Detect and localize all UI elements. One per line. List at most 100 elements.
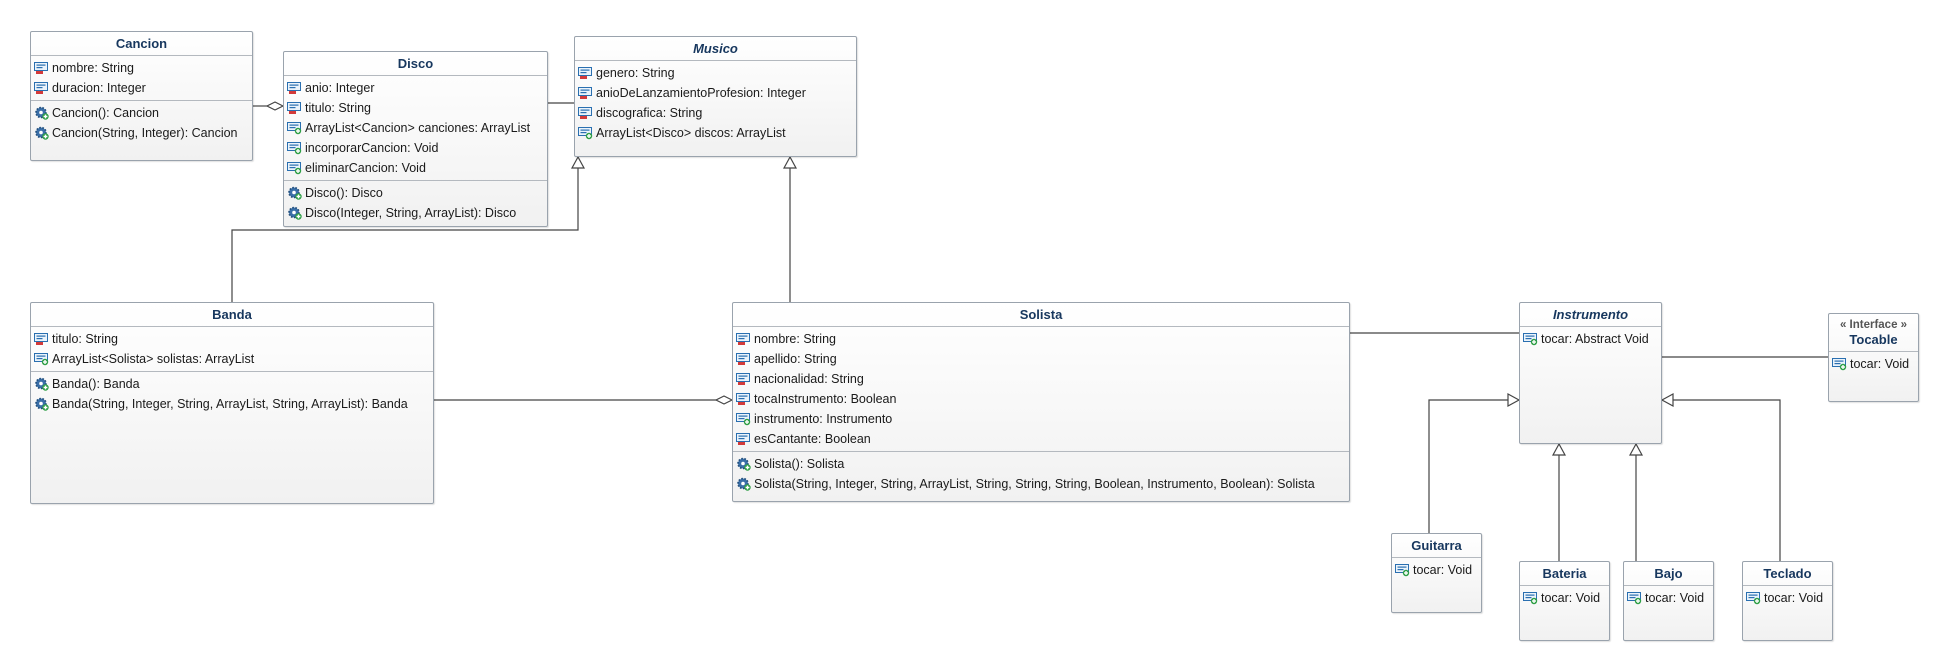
attribute-row[interactable]: tocar: Void <box>1743 588 1832 608</box>
method-gear-icon <box>35 377 49 391</box>
attribute-row[interactable]: eliminarCancion: Void <box>284 158 547 178</box>
operation-text: Cancion(): Cancion <box>52 106 159 120</box>
operations-section: Cancion(): Cancion Cancion(String, Integ… <box>31 100 252 145</box>
class-name: Bajo <box>1654 566 1683 581</box>
attributes-section: tocar: Abstract Void <box>1520 327 1661 351</box>
attribute-row[interactable]: tocar: Void <box>1520 588 1609 608</box>
attribute-row[interactable]: discografica: String <box>575 103 856 123</box>
field-icon <box>736 373 750 385</box>
attribute-row[interactable]: tocar: Void <box>1624 588 1713 608</box>
class-banda[interactable]: Banda titulo: String ArrayList<Solista> … <box>30 302 434 504</box>
field-icon <box>1627 592 1642 605</box>
class-name: Guitarra <box>1411 538 1462 553</box>
field-icon <box>287 102 301 114</box>
attribute-row[interactable]: incorporarCancion: Void <box>284 138 547 158</box>
attribute-row[interactable]: nacionalidad: String <box>733 369 1349 389</box>
attribute-row[interactable]: tocaInstrumento: Boolean <box>733 389 1349 409</box>
attribute-row[interactable]: ArrayList<Cancion> canciones: ArrayList <box>284 118 547 138</box>
method-gear-icon <box>288 206 302 220</box>
operations-section: Disco(): Disco Disco(Integer, String, Ar… <box>284 180 547 225</box>
attribute-text: apellido: String <box>754 352 837 366</box>
class-name: Tocable <box>1849 332 1898 347</box>
attribute-row[interactable]: esCantante: Boolean <box>733 429 1349 449</box>
attribute-text: tocar: Abstract Void <box>1541 332 1649 346</box>
generalization-arrow-solista-musico <box>782 155 798 169</box>
operation-text: Cancion(String, Integer): Cancion <box>52 126 238 140</box>
class-title: Teclado <box>1743 562 1832 586</box>
attribute-text: tocar: Void <box>1413 563 1473 577</box>
attribute-text: ArrayList<Disco> discos: ArrayList <box>596 126 786 140</box>
class-disco[interactable]: Disco anio: Integer titulo: String Array… <box>283 51 548 227</box>
class-musico[interactable]: Musico genero: String anioDeLanzamientoP… <box>574 36 857 157</box>
method-gear-icon <box>737 457 751 471</box>
class-instrumento[interactable]: Instrumento tocar: Abstract Void <box>1519 302 1662 444</box>
operation-text: Banda(String, Integer, String, ArrayList… <box>52 397 408 411</box>
field-icon <box>578 107 592 119</box>
field-icon <box>578 67 592 79</box>
operation-row[interactable]: Banda(String, Integer, String, ArrayList… <box>31 394 433 414</box>
stereotype-label: « Interface » <box>1839 319 1908 331</box>
field-icon <box>34 62 48 74</box>
attribute-row[interactable]: ArrayList<Solista> solistas: ArrayList <box>31 349 433 369</box>
attribute-row[interactable]: tocar: Void <box>1829 354 1918 374</box>
attribute-row[interactable]: duracion: Integer <box>31 78 252 98</box>
field-icon <box>736 393 750 405</box>
attribute-row[interactable]: nombre: String <box>733 329 1349 349</box>
operation-row[interactable]: Solista(String, Integer, String, ArrayLi… <box>733 474 1349 494</box>
field-icon <box>736 433 750 445</box>
attribute-row[interactable]: instrumento: Instrumento <box>733 409 1349 429</box>
class-bajo[interactable]: Bajo tocar: Void <box>1623 561 1714 641</box>
operation-row[interactable]: Disco(Integer, String, ArrayList): Disco <box>284 203 547 223</box>
operation-row[interactable]: Solista(): Solista <box>733 454 1349 474</box>
operation-text: Disco(Integer, String, ArrayList): Disco <box>305 206 517 220</box>
attribute-text: titulo: String <box>305 101 372 115</box>
generalization-arrow-teclado-instrumento <box>1660 392 1674 408</box>
aggregation-diamond-disco <box>265 101 285 111</box>
attribute-row[interactable]: tocar: Abstract Void <box>1520 329 1661 349</box>
class-guitarra[interactable]: Guitarra tocar: Void <box>1391 533 1482 613</box>
attribute-row[interactable]: titulo: String <box>284 98 547 118</box>
method-gear-icon <box>35 397 49 411</box>
operation-text: Banda(): Banda <box>52 377 140 391</box>
method-gear-icon <box>288 186 302 200</box>
operation-row[interactable]: Cancion(String, Integer): Cancion <box>31 123 252 143</box>
attribute-row[interactable]: apellido: String <box>733 349 1349 369</box>
attribute-row[interactable]: titulo: String <box>31 329 433 349</box>
attributes-section: titulo: String ArrayList<Solista> solist… <box>31 327 433 371</box>
generalization-line-banda-musico <box>231 168 579 302</box>
attribute-row[interactable]: tocar: Void <box>1392 560 1481 580</box>
class-title: Cancion <box>31 32 252 56</box>
attribute-row[interactable]: genero: String <box>575 63 856 83</box>
attribute-row[interactable]: anio: Integer <box>284 78 547 98</box>
operations-section: Banda(): Banda Banda(String, Integer, St… <box>31 371 433 416</box>
field-icon <box>287 122 302 135</box>
operation-row[interactable]: Disco(): Disco <box>284 183 547 203</box>
class-title: Bajo <box>1624 562 1713 586</box>
class-name: Bateria <box>1542 566 1587 581</box>
generalization-line-guitarra-instrumento <box>1428 399 1508 533</box>
field-icon <box>1746 592 1761 605</box>
field-icon <box>1523 333 1538 346</box>
operation-row[interactable]: Cancion(): Cancion <box>31 103 252 123</box>
attribute-row[interactable]: anioDeLanzamientoProfesion: Integer <box>575 83 856 103</box>
class-name: Banda <box>212 307 252 322</box>
class-tocable[interactable]: « Interface »Tocable tocar: Void <box>1828 313 1919 402</box>
class-solista[interactable]: Solista nombre: String apellido: String … <box>732 302 1350 502</box>
class-title: Banda <box>31 303 433 327</box>
attributes-section: tocar: Void <box>1624 586 1713 610</box>
field-icon <box>578 127 593 140</box>
attribute-row[interactable]: nombre: String <box>31 58 252 78</box>
class-cancion[interactable]: Cancion nombre: String duracion: Integer… <box>30 31 253 161</box>
attribute-text: instrumento: Instrumento <box>754 412 893 426</box>
class-bateria[interactable]: Bateria tocar: Void <box>1519 561 1610 641</box>
attribute-row[interactable]: ArrayList<Disco> discos: ArrayList <box>575 123 856 143</box>
attribute-text: tocaInstrumento: Boolean <box>754 392 897 406</box>
field-icon <box>736 413 751 426</box>
operation-text: Solista(String, Integer, String, ArrayLi… <box>754 477 1315 491</box>
attribute-text: anio: Integer <box>305 81 375 95</box>
class-teclado[interactable]: Teclado tocar: Void <box>1742 561 1833 641</box>
operation-row[interactable]: Banda(): Banda <box>31 374 433 394</box>
operations-section: Solista(): Solista Solista(String, Integ… <box>733 451 1349 496</box>
attribute-text: nacionalidad: String <box>754 372 864 386</box>
